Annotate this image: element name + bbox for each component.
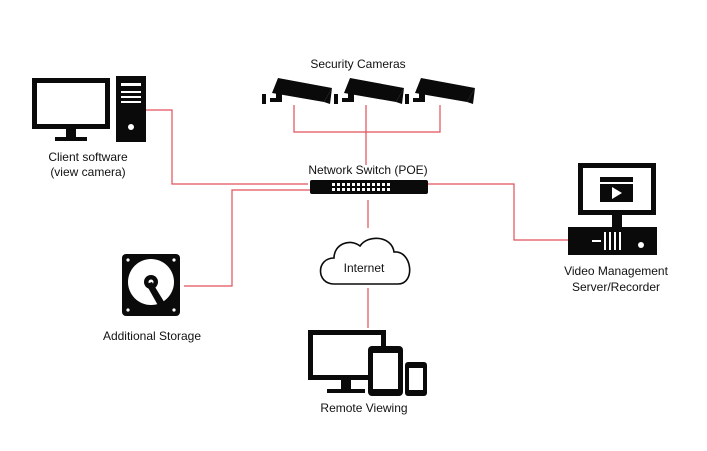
remote-viewing-group: Remote Viewing	[308, 330, 427, 415]
internet-label: Internet	[344, 261, 385, 275]
cameras-label: Security Cameras	[310, 57, 405, 71]
network-switch-icon	[310, 180, 428, 194]
internet-group: Internet	[319, 237, 411, 285]
connection-lines	[146, 105, 568, 328]
storage-label: Additional Storage	[103, 329, 201, 343]
link-camera-left	[293, 105, 441, 133]
additional-storage-group: Additional Storage	[103, 254, 201, 343]
security-camera-icon	[262, 78, 332, 104]
desktop-computer-icon	[32, 76, 146, 142]
switch-label: Network Switch (POE)	[308, 163, 427, 177]
play-icon	[612, 187, 622, 199]
network-switch-group: Network Switch (POE)	[308, 163, 428, 194]
client-desktop-group: Client software (view camera)	[32, 76, 146, 179]
client-label-line2: (view camera)	[50, 165, 125, 179]
video-management-server-group: Video Management Server/Recorder	[564, 163, 669, 294]
vms-label-line1: Video Management	[564, 264, 669, 278]
security-camera-icon	[334, 78, 404, 104]
link-switch-storage	[184, 189, 310, 287]
cloud-icon	[319, 237, 411, 285]
client-label-line1: Client software	[48, 150, 128, 164]
clapperboard-icon	[600, 177, 633, 202]
switch-ports	[332, 183, 390, 191]
link-client-switch	[146, 109, 308, 185]
video-recorder-server-icon	[568, 163, 657, 255]
monitor-and-mobile-devices-icon	[308, 330, 427, 396]
security-cameras-group: Security Cameras	[262, 57, 475, 104]
hard-drive-icon	[122, 254, 180, 316]
link-switch-vms	[428, 183, 568, 241]
remote-label: Remote Viewing	[320, 401, 407, 415]
security-camera-icon	[405, 78, 475, 104]
vms-label-line2: Server/Recorder	[572, 280, 660, 294]
